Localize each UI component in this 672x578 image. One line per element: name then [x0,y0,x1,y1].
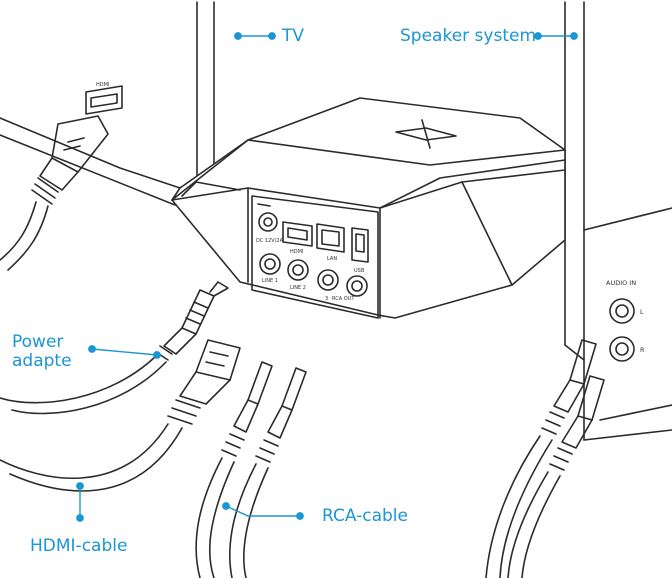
device-back-panel [251,195,379,319]
audio-left-label: L [640,308,644,316]
usb-label: USB [354,268,365,274]
lan-port [316,223,345,253]
power-adapter-label-line2: adapte [12,351,72,371]
hdmi-cable-leader [76,482,84,522]
usb-port [351,227,369,263]
dc-in-port [257,203,278,232]
tv-label: TV [282,26,305,46]
device-hdmi-port [282,221,313,247]
line1-label: LINE 1 [262,278,278,284]
tv-hdmi-plug [0,115,109,271]
power-leader [88,345,161,359]
speaker-panel [564,207,672,441]
rca-out-jack-1 [317,269,339,291]
line2-label: LINE 2 [290,285,306,291]
dc-in-label: DC 12V/2A [256,238,284,244]
speaker-system-label: Speaker system [400,26,537,46]
media-box [171,97,566,319]
speaker-rca-jacks [609,298,635,362]
rca-cable-label: RCA-cable [322,506,408,526]
rca-plugs-right [485,339,605,578]
tv-hdmi-port [85,85,123,115]
power-adapter-label-line1: Power [12,332,64,352]
lan-label: LAN [327,256,337,262]
rca-leader [222,502,304,520]
audio-right-label: R [640,346,645,354]
hdmi-label: HDMI [290,249,303,255]
tv-hdmi-port-label: HDMI [96,82,109,88]
rca-out-jack-2 [346,275,368,297]
tv-leader [234,32,276,40]
speaker-tower [564,1,585,346]
speaker-leader [534,32,578,40]
line2-jack [287,259,309,281]
rca-plugs-left [195,361,307,578]
hdmi-cable-label: HDMI-cable [30,536,128,556]
line1-jack [259,253,281,275]
power-plug [0,281,229,415]
rca-out-number: 3 [325,296,328,302]
rca-out-label: RCA OUT [332,296,355,302]
hdmi-plug [0,339,241,492]
audio-in-label: AUDIO IN [606,279,636,287]
tv-panel [0,1,215,206]
